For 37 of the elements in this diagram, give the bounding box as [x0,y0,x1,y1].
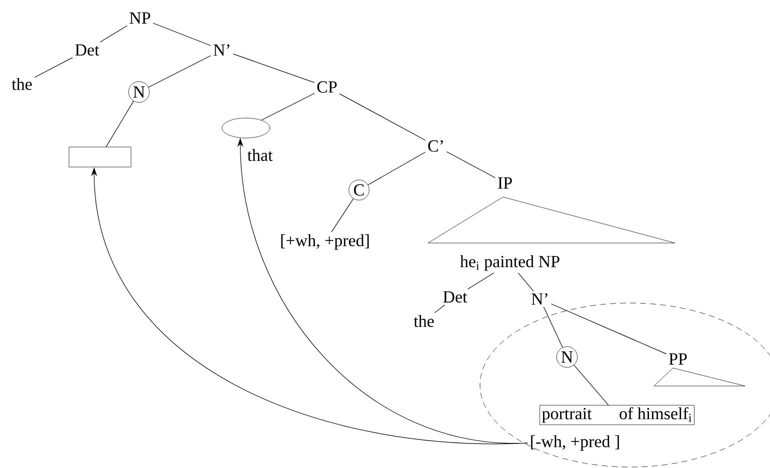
circled-label: C [348,180,370,200]
branch-line [261,93,315,120]
branch-line [152,22,212,46]
tree-label: Det [443,291,468,303]
tree-label: N’ [532,293,548,305]
branch-line [368,152,426,186]
branch-line [550,304,667,354]
circled-label: N [128,81,150,103]
tree-label: IP [498,177,512,189]
tree-label: the [12,78,32,90]
circled-label: N [556,346,578,368]
branch-line [106,100,134,148]
tree-label: the [414,315,434,327]
word-box: portrait of himself$_{i}$ [540,405,694,425]
tree-label: CP [317,81,337,93]
tree-label: [-wh, +pred ] [531,435,619,451]
branch-line [434,304,446,314]
tree-label: NP [130,12,150,24]
branch-line [34,57,73,78]
branch-line [331,198,354,232]
branch-line [339,94,426,141]
branch-line [467,272,494,290]
branch-line [446,151,496,178]
word-label: that [247,149,273,161]
branch-line [232,54,315,83]
branch-line [518,272,534,292]
tree-label: PP [669,353,687,365]
branch-line [574,364,609,406]
tree-label: Det [75,44,100,56]
branch-line [100,25,128,42]
tree-label: C’ [428,140,443,152]
empty-box [68,146,132,168]
branch-line [543,306,563,348]
branch-line [148,55,212,88]
tree-label: [+wh, +pred] [281,234,369,250]
tree-label: N’ [214,44,230,56]
tree-label: he$_{i}$ painted NP [460,255,560,271]
